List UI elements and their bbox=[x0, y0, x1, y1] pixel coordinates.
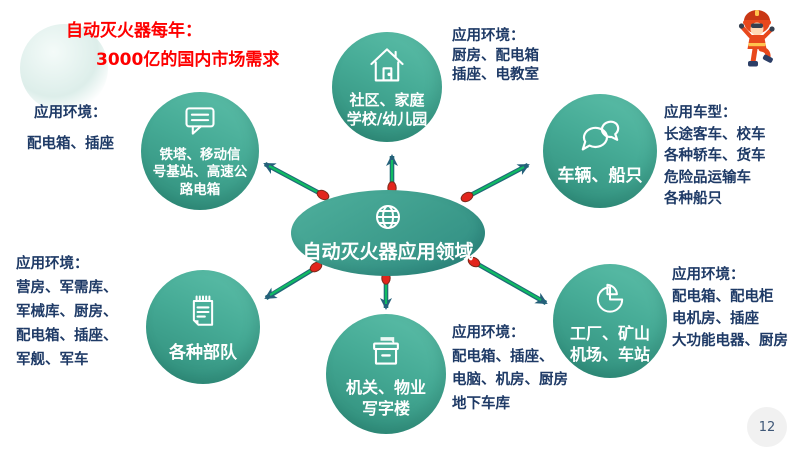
note-title: 应用车型： bbox=[664, 105, 737, 121]
node-office: 机关、物业 写字楼 bbox=[326, 314, 446, 434]
firefighter-mascot bbox=[738, 10, 775, 67]
notepad-icon bbox=[182, 290, 224, 338]
note-line: 配电箱、插座、 bbox=[16, 328, 118, 344]
chat-bubbles-icon bbox=[576, 115, 624, 161]
node-factory: 工厂、矿山 机场、车站 bbox=[553, 264, 667, 378]
note-line: 配电箱、插座、 bbox=[452, 348, 554, 365]
note-line: 电机房、插座 bbox=[672, 311, 759, 327]
node-label-line: 机关、物业 bbox=[345, 378, 426, 398]
node-label-line: 学校/幼儿园 bbox=[346, 110, 428, 128]
house-icon bbox=[366, 45, 408, 87]
arrow-top bbox=[386, 154, 398, 195]
pie-chart-icon bbox=[589, 276, 631, 320]
page-number: 12 bbox=[758, 419, 776, 435]
note-title: 应用环境： bbox=[672, 267, 745, 283]
note-line: 地下车库 bbox=[452, 395, 510, 412]
note-line: 营房、军需库、 bbox=[16, 280, 118, 296]
note-line: 大功能电器、厨房 bbox=[672, 333, 788, 349]
note-line: 各种船只 bbox=[664, 191, 722, 207]
arrow-bottom bbox=[380, 271, 392, 310]
note-tower: 应用环境： 配电箱、插座 bbox=[27, 98, 114, 160]
node-label-line: 工厂、矿山 bbox=[569, 324, 650, 344]
arrow-lower-right bbox=[467, 256, 548, 305]
center-label: 自动灭火器应用领域 bbox=[302, 240, 474, 263]
note-line: 插座、电教室 bbox=[452, 67, 539, 83]
node-label-line: 路电箱 bbox=[179, 181, 221, 198]
note-line: 电脑、机房、厨房 bbox=[452, 372, 568, 388]
node-label-line: 社区、家庭 bbox=[349, 90, 425, 109]
node-tower: 铁塔、移动信 号基站、高速公 路电箱 bbox=[141, 92, 259, 210]
slide-title-line1: 自动灭火器每年： bbox=[66, 21, 202, 41]
note-line: 长途客车、校车 bbox=[664, 126, 766, 143]
note-line: 配电箱、插座 bbox=[27, 136, 114, 152]
note-line: 各种轿车、货车 bbox=[664, 148, 766, 164]
node-vehicles: 车辆、船只 bbox=[543, 94, 657, 208]
arrow-upper-left bbox=[263, 161, 330, 201]
node-army: 各种部队 bbox=[146, 270, 260, 384]
slide-title-line2: 3000亿的国内市场需求 bbox=[96, 50, 280, 70]
node-label-line: 写字楼 bbox=[361, 399, 410, 418]
note-line: 军舰、军车 bbox=[16, 352, 89, 368]
arrow-upper-right bbox=[460, 162, 530, 203]
note-vehicles: 应用车型： 长途客车、校车 各种轿车、货车 危险品运输车 各种船只 bbox=[664, 103, 766, 211]
page-number-badge: 12 bbox=[747, 407, 787, 447]
ballot-box-icon bbox=[364, 328, 408, 374]
note-factory: 应用环境： 配电箱、配电柜 电机房、插座 大功能电器、厨房 bbox=[672, 264, 788, 352]
note-line: 厨房、配电箱 bbox=[452, 47, 539, 64]
note-title: 应用环境： bbox=[34, 105, 107, 121]
note-line: 配电箱、配电柜 bbox=[672, 289, 774, 305]
node-label-line: 机场、车站 bbox=[569, 345, 650, 364]
decorative-fade-circle bbox=[20, 24, 108, 112]
arrow-lower-left bbox=[264, 261, 323, 300]
note-line: 危险品运输车 bbox=[664, 169, 751, 186]
note-office: 应用环境： 配电箱、插座、 电脑、机房、厨房 地下车库 bbox=[452, 322, 568, 416]
note-title: 应用环境： bbox=[452, 325, 525, 341]
node-label-line: 各种部队 bbox=[169, 342, 237, 363]
note-army: 应用环境： 营房、军需库、 军械库、厨房、 配电箱、插座、 军舰、军车 bbox=[16, 252, 118, 372]
note-title: 应用环境： bbox=[452, 28, 525, 44]
center-ellipse: 自动灭火器应用领域 bbox=[291, 190, 485, 276]
node-community: 社区、家庭 学校/幼儿园 bbox=[332, 32, 442, 142]
globe-icon bbox=[374, 203, 402, 235]
note-title: 应用环境： bbox=[16, 256, 89, 272]
node-label-line: 号基站、高速公 bbox=[152, 164, 248, 181]
node-label-line: 车辆、船只 bbox=[557, 165, 643, 186]
node-label-line: 铁塔、移动信 bbox=[159, 146, 241, 163]
note-line: 军械库、厨房、 bbox=[16, 304, 118, 320]
message-icon bbox=[178, 103, 222, 143]
note-community: 应用环境： 厨房、配电箱 插座、电教室 bbox=[452, 27, 539, 86]
